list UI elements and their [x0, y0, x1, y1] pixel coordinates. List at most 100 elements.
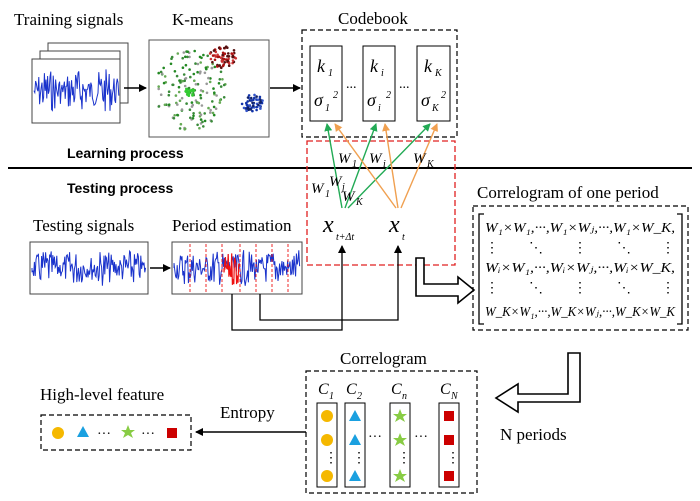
scatter-point — [224, 45, 228, 48]
scatter-point — [230, 52, 233, 55]
scatter-point — [256, 98, 260, 102]
scatter-point — [213, 58, 217, 62]
scatter-point — [203, 112, 206, 115]
svg-text:C: C — [391, 381, 402, 398]
correlogram-column-c1: C 1 ⋮ — [316, 381, 338, 488]
matrix-box — [472, 205, 689, 331]
scatter-point — [207, 76, 210, 80]
scatter-point — [212, 105, 216, 109]
learning-process-label: Learning process — [67, 145, 184, 161]
svg-text:⋮: ⋮ — [446, 451, 460, 466]
scatter-point — [176, 103, 179, 106]
scatter-point — [157, 85, 160, 88]
kmeans-scatter — [157, 45, 264, 131]
scatter-point — [201, 120, 204, 124]
scatter-point — [199, 113, 203, 116]
scatter-point — [210, 120, 213, 123]
codebook-ellipsis-1: ... — [346, 77, 357, 92]
scatter-point — [221, 78, 224, 81]
scatter-point — [198, 126, 201, 130]
period-estimation-label: Period estimation — [172, 216, 292, 235]
scatter-point — [213, 65, 217, 69]
square-icon — [444, 435, 454, 445]
scatter-point — [259, 104, 262, 108]
scatter-point — [191, 94, 194, 97]
scatter-point — [177, 90, 181, 94]
scatter-point — [176, 113, 179, 117]
scatter-point — [222, 83, 226, 87]
scatter-point — [173, 114, 176, 117]
triangle-icon — [349, 434, 361, 445]
scatter-point — [179, 122, 183, 126]
scatter-point — [185, 102, 188, 105]
scatter-point — [203, 119, 207, 123]
hollow-arrow-n-periods — [494, 352, 581, 414]
scatter-point — [184, 55, 187, 59]
hollow-arrow-to-matrix — [415, 257, 476, 305]
scatter-point — [218, 101, 222, 104]
svg-text:W: W — [342, 189, 356, 205]
svg-text:1: 1 — [328, 68, 333, 79]
svg-text:1: 1 — [325, 189, 330, 200]
scatter-point — [157, 105, 161, 108]
scatter-point — [252, 104, 255, 108]
svg-text:1: 1 — [352, 159, 357, 170]
scatter-point — [188, 108, 192, 111]
scatter-point — [209, 77, 212, 80]
period-highlight — [223, 253, 240, 285]
scatter-point — [227, 64, 231, 67]
scatter-point — [188, 89, 191, 92]
matrix-dots-row-2: ⋮ ⋱ ⋮ ⋱ ⋮ — [485, 281, 675, 296]
svg-text:N: N — [450, 391, 459, 402]
correlogram-ellipsis-2: ··· — [414, 430, 428, 445]
matrix-dots-row-1: ⋮ ⋱ ⋮ ⋱ ⋮ — [485, 241, 675, 256]
training-signals-stack — [31, 42, 129, 124]
codebook-entry-k: k K σ K 2 — [416, 45, 451, 122]
svg-text:i: i — [378, 103, 381, 114]
scatter-point — [180, 96, 184, 100]
square-icon — [444, 411, 454, 421]
scatter-point — [171, 83, 174, 87]
scatter-point — [220, 59, 224, 63]
scatter-point — [184, 63, 188, 67]
svg-text:⋮: ⋮ — [324, 451, 338, 466]
svg-text:k: k — [424, 56, 433, 76]
scatter-point — [252, 98, 255, 102]
scatter-point — [255, 105, 258, 109]
scatter-point — [209, 108, 212, 112]
scatter-point — [231, 54, 235, 58]
triangle-icon — [349, 410, 361, 421]
scatter-point — [249, 96, 253, 100]
scatter-point — [188, 68, 191, 71]
scatter-point — [221, 53, 225, 57]
scatter-point — [214, 50, 218, 54]
scatter-point — [246, 104, 249, 107]
scatter-point — [247, 108, 250, 112]
scatter-point — [202, 125, 205, 128]
scatter-point — [175, 74, 179, 78]
svg-text:K: K — [355, 197, 364, 208]
svg-text:···: ··· — [141, 427, 155, 442]
scatter-point — [211, 54, 215, 57]
variable-x-t: x t — [388, 212, 405, 243]
scatter-point — [227, 55, 231, 58]
scatter-point — [226, 59, 229, 63]
scatter-point — [217, 46, 221, 50]
scatter-point — [234, 57, 238, 60]
scatter-point — [174, 94, 178, 97]
kmeans-label: K-means — [172, 10, 233, 29]
svg-text:k: k — [317, 56, 326, 76]
circle-icon — [321, 434, 333, 446]
scatter-point — [191, 103, 195, 107]
scatter-point — [227, 62, 231, 65]
matrix-row-i: Wᵢ×W₁,···,Wᵢ×Wⱼ,···,Wᵢ×W_K, — [485, 261, 675, 276]
scatter-point — [196, 70, 199, 74]
scatter-point — [255, 108, 258, 112]
weight-labels: W 1 W i W K W 1 W j W K — [311, 151, 435, 208]
scatter-point — [162, 81, 166, 85]
scatter-point — [159, 70, 163, 74]
scatter-point — [198, 111, 202, 115]
orange-weight-arrows — [334, 123, 438, 209]
svg-text:2: 2 — [386, 90, 391, 101]
scatter-point — [202, 53, 205, 57]
